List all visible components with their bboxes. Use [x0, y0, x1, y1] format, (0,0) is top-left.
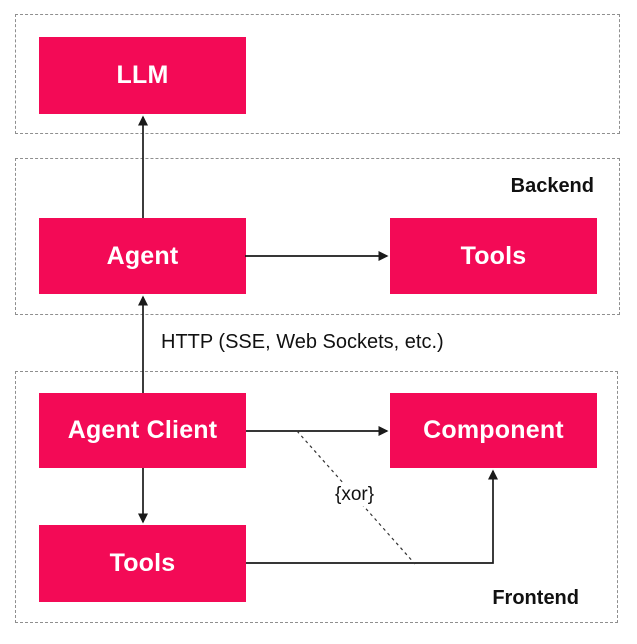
llm-node: LLM	[39, 37, 246, 114]
backend-group-container: Backend	[15, 158, 620, 315]
tools-backend-node-label: Tools	[460, 241, 527, 270]
http-edge-label: HTTP (SSE, Web Sockets, etc.)	[161, 331, 444, 353]
llm-node-label: LLM	[116, 61, 169, 89]
component-node-label: Component	[423, 416, 564, 444]
tools-frontend-node: Tools	[39, 525, 246, 602]
agent-client-node-label: Agent Client	[67, 416, 218, 444]
component-node: Component	[390, 393, 597, 468]
agent-node-label: Agent	[106, 241, 179, 270]
tools-backend-node: Tools	[390, 218, 597, 294]
frontend-group-label: Frontend	[492, 587, 579, 609]
agent-node: Agent	[39, 218, 246, 294]
frontend-group-container: Frontend	[15, 371, 618, 623]
tools-frontend-node-label: Tools	[109, 549, 176, 577]
xor-edge-label: {xor}	[331, 484, 379, 506]
backend-group-label: Backend	[510, 175, 594, 197]
agent-client-node: Agent Client	[39, 393, 246, 468]
llm-group-container	[15, 14, 620, 134]
